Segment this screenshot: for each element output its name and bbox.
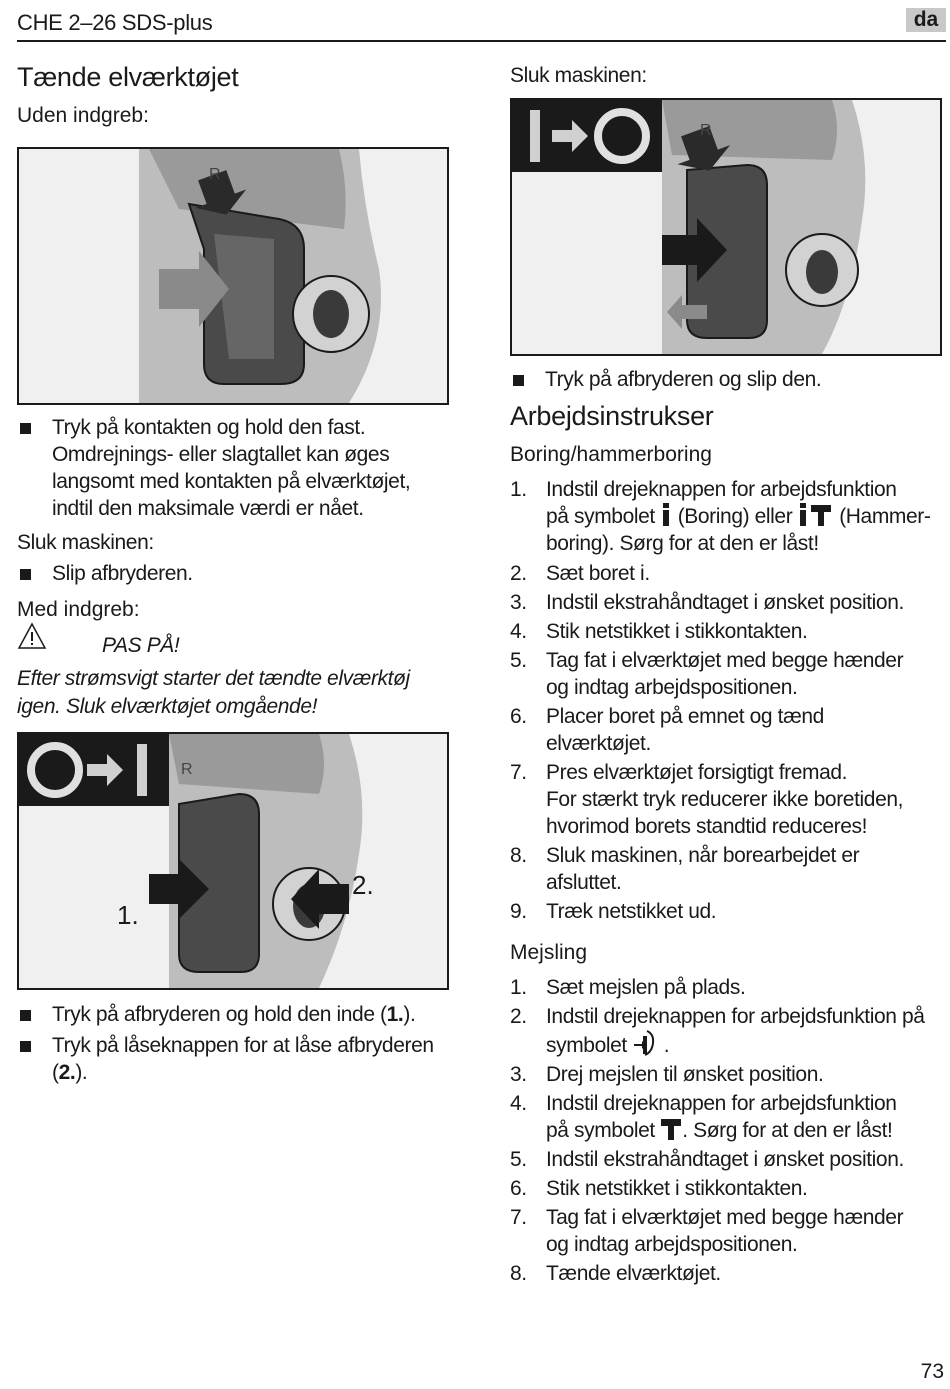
subheading-without-lock: Uden indgreb: [17, 104, 149, 127]
list-item: 1. Indstil drejeknappen for arbejdsfunkt… [510, 478, 931, 555]
figure-switch-off: R [510, 98, 942, 356]
bullet-press-release: Tryk på afbryderen og slip den. [510, 366, 822, 393]
figure-label-1: 1. [117, 900, 139, 930]
section-heading-work-instructions: Arbejdsinstrukser [510, 401, 714, 431]
chiseling-steps-list: 1. Sæt mejslen på plads. 2. Indstil drej… [510, 974, 946, 1287]
page-header: CHE 2–26 SDS-plus da [0, 0, 950, 42]
list-item: 5. Indstil ekstrahåndtaget i ønsket posi… [510, 1148, 904, 1171]
figure-letter: R [700, 122, 712, 139]
figure-switch-press: R [17, 147, 449, 405]
text-switch-off-right: Sluk maskinen: [510, 64, 647, 87]
list-item: 6. Stik netstikket i stikkontakten. [510, 1177, 808, 1200]
figure-letter: R [209, 166, 221, 183]
caution-text: Efter strømsvigt starter det tændte elvæ… [17, 667, 410, 718]
subheading-chiseling: Mejsling [510, 941, 588, 964]
hammer-drill-icon [799, 503, 831, 526]
bullet-release-switch: Slip afbryderen. [17, 560, 193, 587]
list-item: 6. Placer boret på emnet og tænd elværkt… [510, 705, 824, 755]
figure-label-2: 2. [352, 870, 374, 900]
figure-lock-switch: 1. 2. R [17, 732, 449, 990]
caution-row [17, 622, 47, 655]
header-rule [17, 40, 946, 42]
list-item: 5. Tag fat i elværktøjet med begge hænde… [510, 649, 904, 699]
subheading-drilling: Boring/hammerboring [510, 443, 712, 466]
list-item: 3. Drej mejslen til ønsket position. [510, 1063, 824, 1086]
subheading-with-lock: Med indgreb: [17, 598, 140, 621]
list-item: 3. Indstil ekstrahåndtaget i ønsket posi… [510, 591, 904, 614]
drill-bit-icon [663, 503, 670, 526]
caution-label: PAS PÅ! [102, 634, 180, 657]
list-item: 1. Sæt mejslen på plads. [510, 976, 746, 999]
list-item: 8. Tænde elværktøjet. [510, 1262, 721, 1285]
text-switch-off: Sluk maskinen: [17, 531, 154, 554]
bullet-press-switch: Tryk på kontakten og hold den fast. Omdr… [17, 414, 472, 522]
language-badge: da [906, 8, 946, 32]
warning-triangle-icon [17, 622, 47, 649]
list-item: 8. Sluk maskinen, når borearbejdet er af… [510, 844, 860, 894]
list-item: 2. Indstil drejeknappen for arbejdsfunkt… [510, 1005, 925, 1057]
chisel-rotate-icon [634, 1030, 655, 1056]
section-heading-switch-on: Tænde elværktøjet [17, 62, 239, 92]
hammer-icon [661, 1119, 682, 1140]
list-item: 2. Sæt boret i. [510, 562, 650, 585]
list-item: 4. Stik netstikket i stikkontakten. [510, 620, 808, 643]
page-number: 73 [920, 1360, 944, 1383]
drilling-steps-list: 1. Indstil drejeknappen for arbejdsfunkt… [510, 476, 946, 925]
bullet-hold-switch: Tryk på afbryderen og hold den inde (1.)… [17, 1001, 472, 1028]
document-title: CHE 2–26 SDS-plus [17, 10, 213, 35]
bullet-lock-button: Tryk på låseknappen for at låse afbryder… [17, 1032, 472, 1086]
figure-letter: R [181, 761, 193, 778]
list-item: 7. Pres elværktøjet forsigtigt fremad. F… [510, 761, 904, 838]
list-item: 9. Træk netstikket ud. [510, 900, 717, 923]
list-item: 4. Indstil drejeknappen for arbejdsfunkt… [510, 1092, 897, 1142]
list-item: 7. Tag fat i elværktøjet med begge hænde… [510, 1206, 904, 1256]
